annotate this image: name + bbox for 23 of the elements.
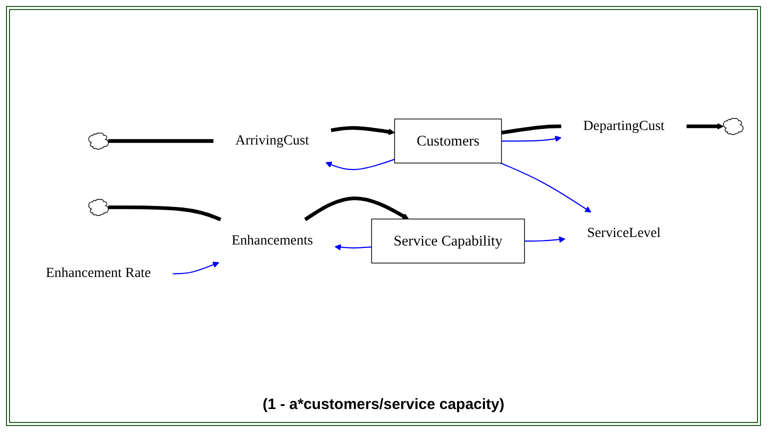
arrow: [304, 196, 409, 222]
node-text: ArrivingCust: [235, 132, 310, 148]
arrow: [524, 236, 566, 243]
arrow: [334, 244, 372, 250]
arrow: [501, 136, 562, 142]
node-cloud: [88, 132, 109, 150]
node-box: Customers: [394, 118, 502, 164]
node-cloud: [88, 198, 109, 216]
formula-note: (1 - a*customers/service capacity): [262, 396, 504, 413]
node-text: ServiceLevel: [587, 225, 661, 241]
arrow: [330, 126, 395, 136]
connector: [501, 124, 562, 135]
node-cloud: [723, 118, 744, 136]
arrow: [686, 123, 724, 130]
node-box: Service Capability: [371, 218, 525, 264]
arrow: [172, 262, 220, 274]
arrow: [500, 162, 592, 213]
node-text: Enhancements: [232, 232, 313, 248]
arrow: [326, 158, 395, 170]
node-text: Enhancement Rate: [46, 265, 151, 281]
connector: [108, 139, 214, 143]
connector: [108, 206, 222, 222]
node-text: DepartingCust: [583, 118, 665, 134]
